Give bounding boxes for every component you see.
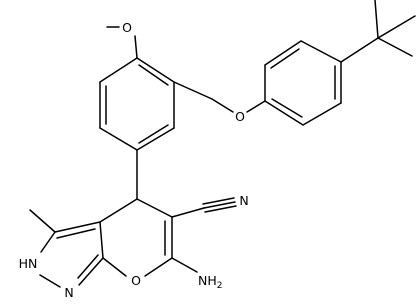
bond-ome-ring [134, 35, 138, 59]
ring-b-bond-2 [264, 40, 302, 66]
ring-a-bond-4 [136, 127, 175, 151]
pyran-bond-c4-c5 [136, 198, 173, 218]
ring-b-bond-5 [302, 102, 342, 126]
bond-c6-nh2 [171, 257, 198, 273]
pyran-bond-o-c7a [102, 257, 127, 277]
tbu-methyl-1 [374, 0, 379, 39]
nitrile-triple-3 [204, 205, 237, 213]
amino-subscript: 2 [217, 281, 223, 291]
tbu-methyl-2 [377, 15, 416, 39]
methyl-bond-c3 [29, 209, 56, 233]
ring-a-bond-6 [136, 57, 175, 83]
nitrile-triple-1 [203, 201, 236, 209]
ring-b-bond-6 [264, 100, 304, 126]
ether-oxygen-label: O [235, 109, 245, 124]
pyrazole-nh-label: HN [19, 256, 38, 271]
pyrazole-bond-c3-nh [40, 231, 56, 253]
methoxy-oxygen-label: O [122, 20, 132, 35]
amino-nh-text: NH [198, 273, 217, 288]
bond-ringb-tbu [340, 37, 379, 63]
bonds [29, 0, 416, 288]
atom-labels: O O N HN N O NH2 [19, 20, 249, 300]
ring-a-bond-1 [99, 57, 138, 83]
ring-b-bond-3 [300, 40, 342, 63]
pyrazole-n-label: N [64, 285, 73, 300]
tbu-methyl-3 [377, 37, 413, 57]
pyrazole-bond-c3a-c3-inner [56, 228, 96, 239]
pyran-bond-c6-o [144, 257, 173, 277]
nitrile-nitrogen-label: N [239, 193, 248, 208]
bond-ch2-oether [211, 98, 234, 113]
bond-ring-ch2 [173, 81, 213, 100]
pyrazole-bond-nh-n [39, 274, 61, 288]
pyran-bond-c3a-c4 [99, 198, 138, 223]
nitrile-bond [171, 207, 205, 218]
bond-oether-ringb [246, 100, 266, 113]
pyrazole-bond-n-c7a [78, 257, 104, 286]
pyrazole-bond-n-c7a-inner [77, 254, 99, 279]
ring-b-inner-3 [271, 98, 303, 118]
ring-a-inner-2 [138, 124, 169, 144]
ring-a-bond-3 [99, 127, 138, 151]
pyran-bond-c7a-c3a [99, 221, 104, 259]
pyran-oxygen-label: O [131, 273, 141, 288]
amino-group-label: NH2 [198, 273, 222, 291]
ring-b-inner-1 [270, 48, 300, 69]
pyrazole-bond-c3a-c3 [54, 221, 101, 233]
ring-a-inner-3 [138, 64, 169, 86]
nitrile-triple-2 [202, 197, 235, 205]
